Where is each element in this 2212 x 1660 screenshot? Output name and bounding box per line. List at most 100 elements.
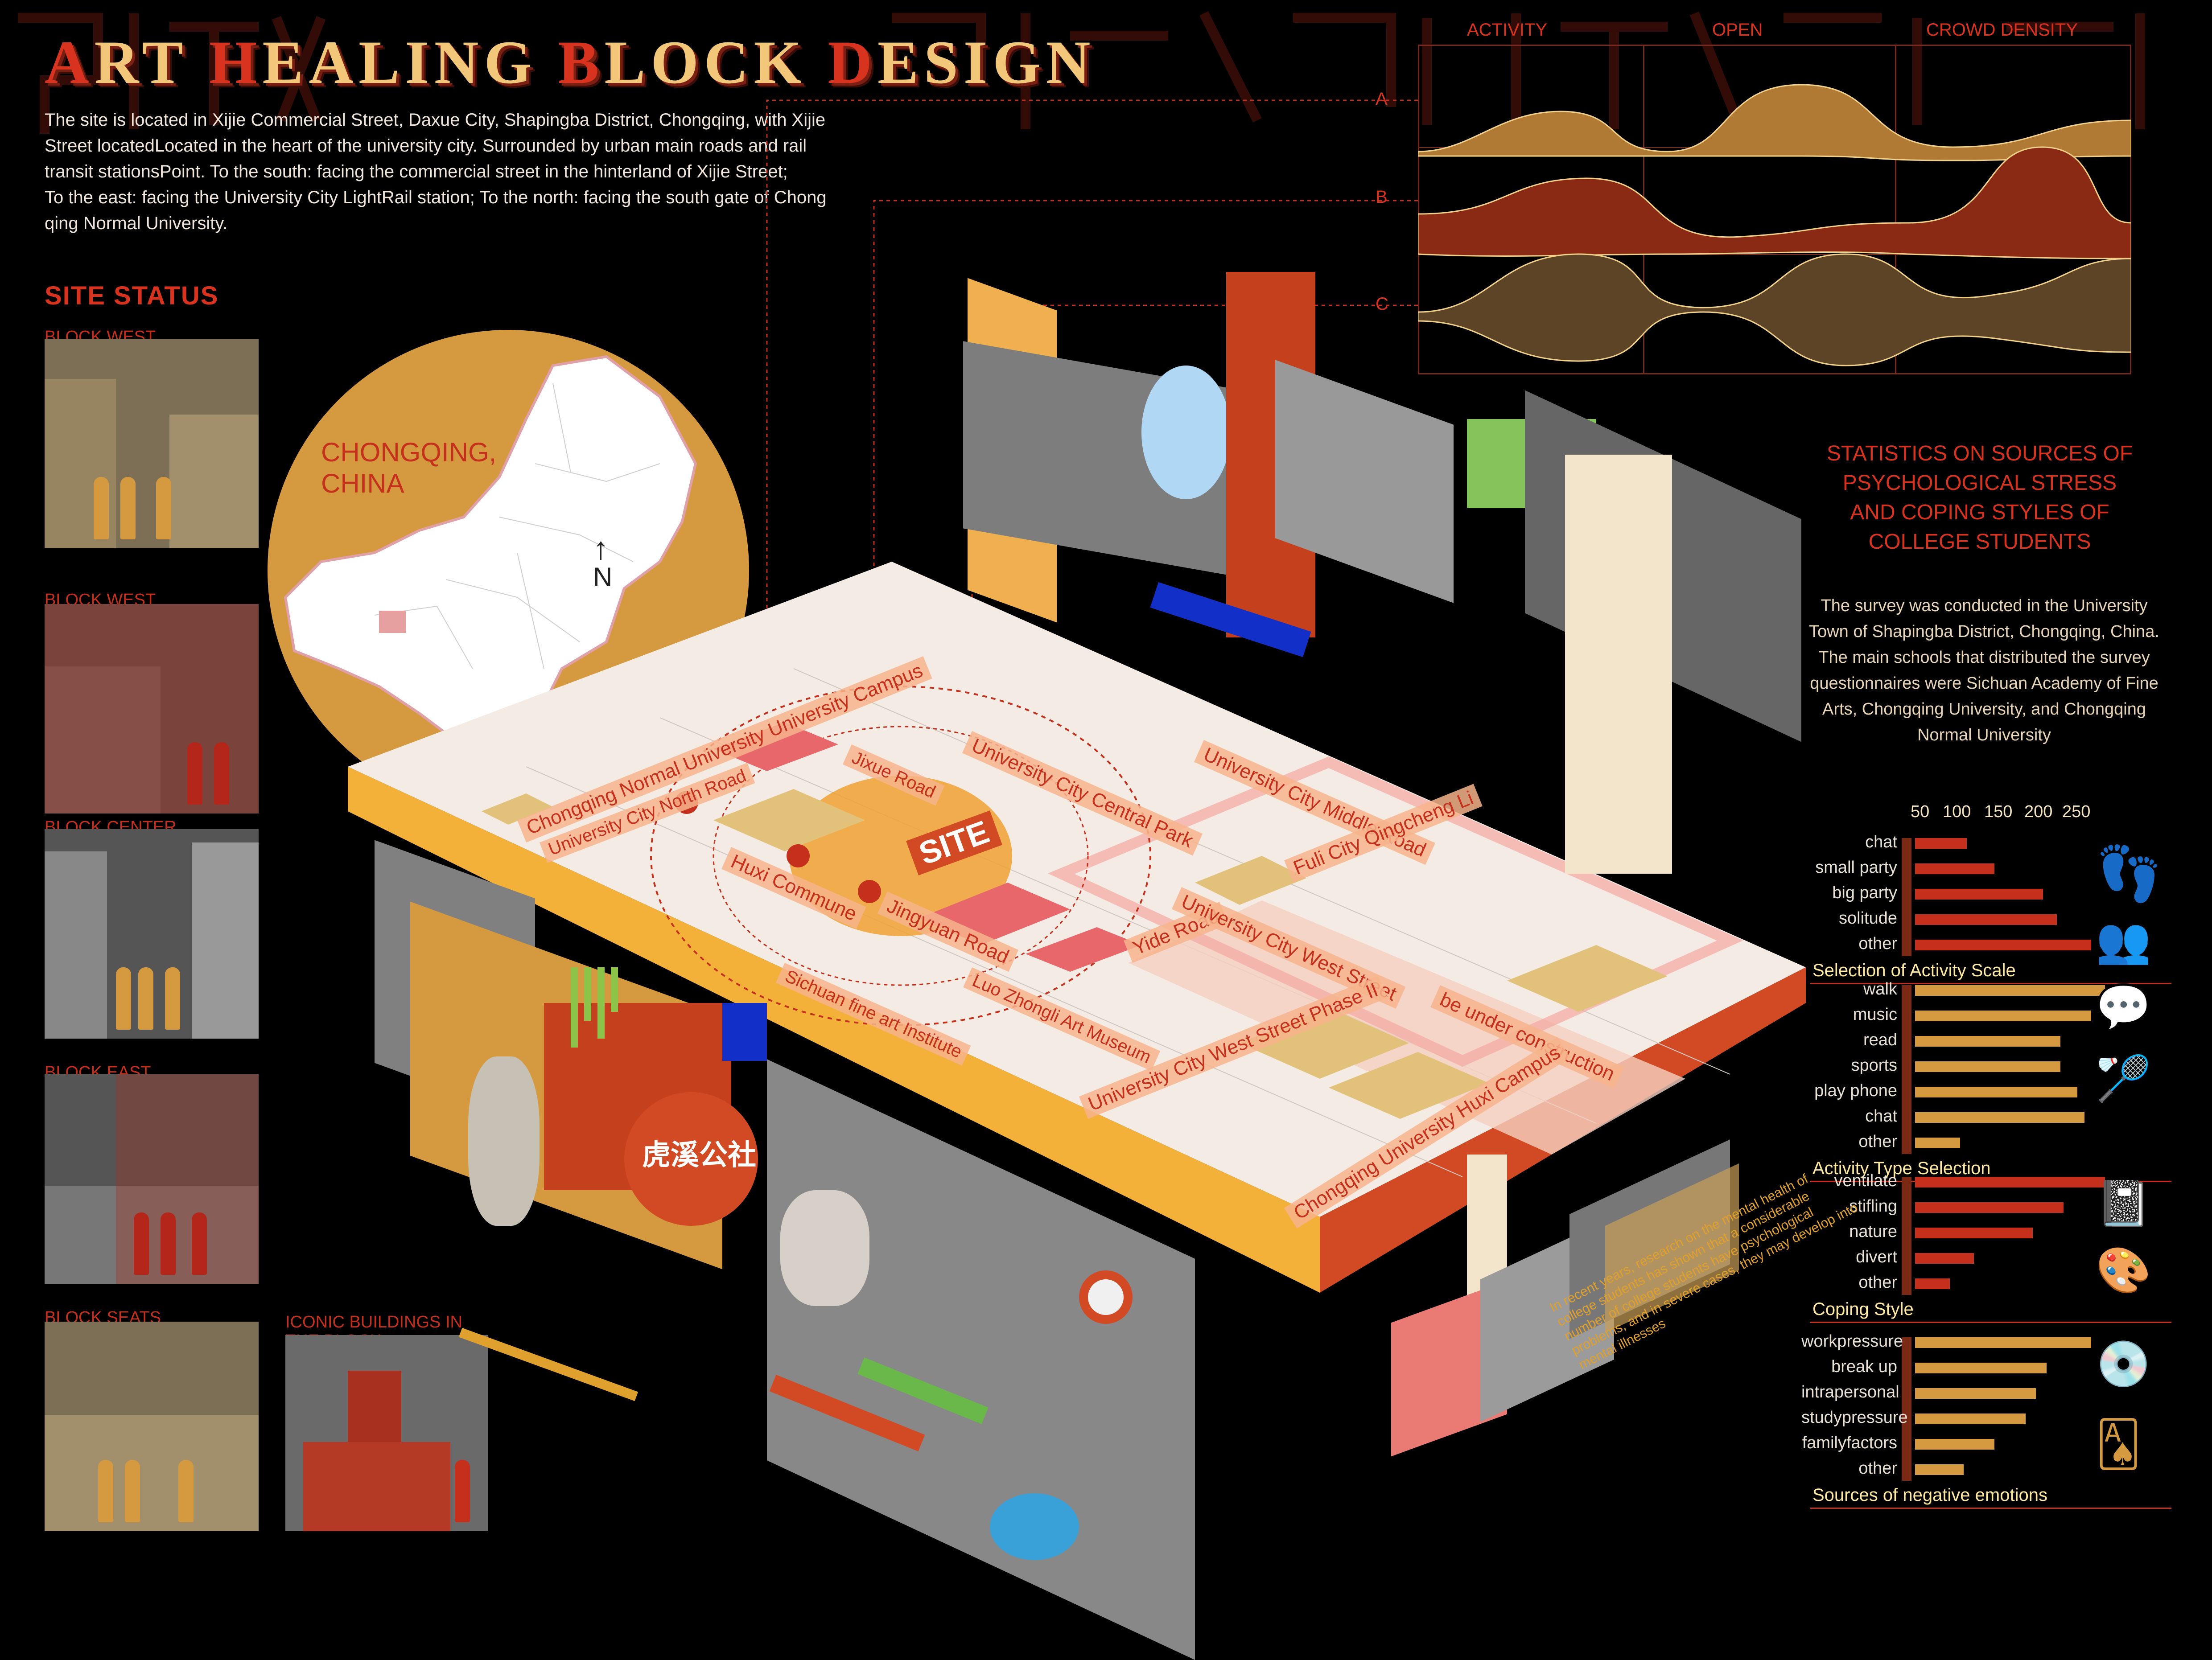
title-word-art: ART — [45, 28, 189, 96]
bar — [1915, 914, 2057, 925]
bar — [1915, 1228, 2033, 1238]
axis-tick: 250 — [2062, 802, 2091, 821]
page-title: ART HEALING BLOCK DESIGN — [45, 27, 1096, 98]
bar-label: nature — [1849, 1222, 1897, 1241]
category-marker — [1902, 1337, 1911, 1481]
bar — [1915, 1036, 2060, 1047]
row-label-a: A — [1376, 89, 1388, 109]
bar — [1915, 863, 1995, 874]
bar — [1915, 1464, 1964, 1475]
bar — [1915, 1278, 1950, 1289]
site-photo-block-west-2 — [45, 604, 259, 814]
category-marker — [1902, 838, 1911, 956]
bar-label: big party — [1832, 883, 1897, 902]
bar — [1915, 1439, 1995, 1450]
axis-tick: 100 — [1943, 802, 1971, 821]
bar-label: chat — [1865, 833, 1897, 851]
bar-chart-title: Coping Style — [1812, 1299, 1914, 1319]
bar-label: sports — [1851, 1056, 1897, 1075]
bar-label: music — [1853, 1005, 1897, 1024]
bar-chart-title: Selection of Activity Scale — [1812, 961, 2016, 980]
chat-bubble-icon: 💬 — [2096, 982, 2151, 1032]
section-divider — [1810, 1508, 2171, 1509]
bar-label: break up — [1831, 1357, 1897, 1376]
bar — [1915, 838, 1967, 849]
section-divider — [1810, 983, 2171, 984]
bar — [1915, 1388, 2036, 1399]
activity-wave-chart: ACTIVITY OPEN CROWD DENSITY A B C — [1376, 20, 2131, 374]
bar-label: other — [1858, 934, 1897, 953]
site-status-title: SITE STATUS — [45, 281, 219, 310]
bar-label: other — [1858, 1273, 1897, 1292]
bar-label: walk — [1863, 980, 1897, 998]
bar — [1915, 1061, 2060, 1072]
background-pattern — [18, 11, 2145, 134]
bar — [1915, 985, 2105, 996]
bar — [1915, 1112, 2084, 1123]
bar-chart-panel: 50 100 150 200 250 chat small party big pa… — [1801, 802, 2176, 1516]
art-photo-collage: 虎溪公社 — [366, 840, 1257, 1660]
crowd-icon: 👥 — [2096, 916, 2151, 966]
bar — [1915, 1138, 1960, 1148]
axis-tick: 150 — [1984, 802, 2013, 821]
bar-chart-title: Sources of negative emotions — [1812, 1485, 2047, 1505]
bar-label: read — [1863, 1031, 1897, 1049]
bar — [1915, 1363, 2047, 1373]
playing-cards-icon: 🂡 — [2096, 1419, 2142, 1469]
bar — [1915, 1011, 2092, 1021]
palette-icon: 🎨 — [2096, 1245, 2151, 1295]
category-marker — [1902, 1177, 1911, 1295]
intro-line: Street locatedLocated in the heart of th… — [45, 136, 807, 156]
axis-tick: 50 — [1911, 802, 1930, 821]
photo-tint — [45, 339, 259, 548]
bar-label: ventilate — [1834, 1171, 1897, 1190]
site-photo-block-seats — [45, 1322, 259, 1531]
bar-label: stifling — [1849, 1197, 1897, 1216]
title-word-block: BLOCK — [558, 28, 807, 96]
row-label-b: B — [1376, 187, 1388, 207]
bar-label: other — [1858, 1132, 1897, 1151]
racket-icon: 🏸 — [2096, 1054, 2151, 1104]
section-divider — [1810, 1322, 2171, 1323]
north-arrow-icon: ↑N — [593, 531, 613, 592]
axis-tick: 200 — [2024, 802, 2053, 821]
title-word-design: DESIGN — [828, 28, 1096, 96]
site-photo-block-east — [45, 1074, 259, 1284]
intro-line: The site is located in Xijie Commercial … — [45, 110, 826, 130]
category-marker — [1902, 985, 1911, 1154]
bar-label: intrapersonal — [1801, 1383, 1899, 1401]
column-label-open: OPEN — [1712, 20, 1763, 40]
bar-chart-title: Activity Type Selection — [1812, 1159, 1991, 1178]
bar — [1915, 1413, 2026, 1424]
bar-label: workpressure — [1801, 1332, 1903, 1351]
bar-label: solitude — [1839, 909, 1897, 928]
survey-description: The survey was conducted in the Universi… — [1809, 596, 2159, 744]
bar — [1915, 940, 2092, 950]
map-label: CHONGQING, CHINA — [321, 437, 497, 498]
location-map — [268, 330, 749, 811]
bar — [1915, 1337, 2092, 1348]
site-description: The site is located in Xijie Commercial … — [45, 107, 883, 236]
bar — [1915, 889, 2043, 900]
bar-label: small party — [1815, 858, 1897, 877]
vinyl-record-icon: 💿 — [2096, 1339, 2151, 1389]
iconic-building-photo — [285, 1335, 488, 1531]
intro-line: qing Normal University. — [45, 214, 228, 233]
site-photo-block-center — [45, 829, 259, 1039]
bar — [1915, 1202, 2064, 1213]
bar — [1915, 1087, 2078, 1097]
bar-label: other — [1858, 1459, 1897, 1478]
bar-label: chat — [1865, 1107, 1897, 1126]
column-label-activity: ACTIVITY — [1467, 20, 1548, 40]
notebook-icon: 📓 — [2096, 1179, 2151, 1229]
footprints-icon: 👣 — [2096, 844, 2163, 904]
sign-text: 虎溪公社 — [642, 1139, 756, 1171]
bar — [1915, 1177, 2105, 1187]
bar-label: play phone — [1814, 1081, 1897, 1100]
bar — [1915, 1253, 1974, 1264]
student-photo-collage — [1391, 1139, 1792, 1507]
title-word-healing: HEALING — [209, 28, 537, 96]
street-photo-collage — [927, 272, 1801, 874]
site-photo-block-west-1 — [45, 339, 259, 548]
